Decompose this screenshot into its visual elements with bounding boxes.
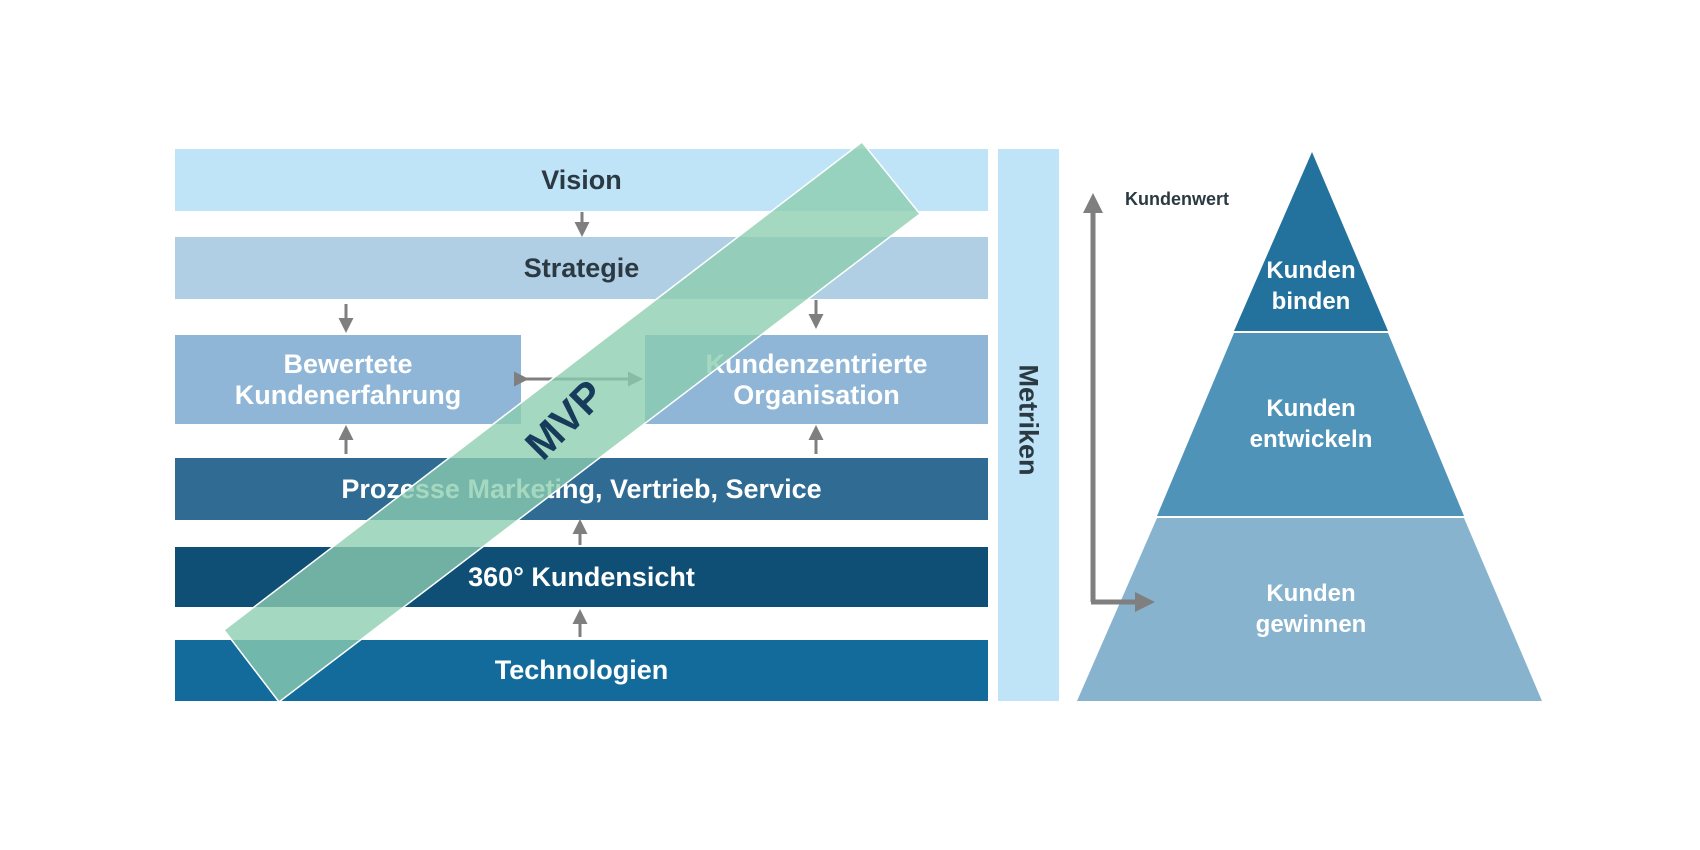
pyramid-top-line1: Kunden [1266,257,1356,284]
pyramid-middle-label: Kunden entwickeln [1250,393,1373,455]
prozesse-block: Prozesse Marketing, Vertrieb, Service [175,458,988,520]
bewertete-kundenerfahrung-block: Bewertete Kundenerfahrung [175,335,521,424]
technologien-label: Technologien [494,655,669,685]
kundensicht-label: 360° Kundensicht [468,561,695,592]
organisation-label-line1: Kundenzentrierte [705,348,928,379]
kundensicht-block: 360° Kundensicht [175,547,988,607]
pyramid-middle-line2: entwickeln [1249,426,1373,453]
pyramid-top-label: Kunden binden [1266,255,1355,317]
strategie-label: Strategie [523,252,640,283]
strategie-block: Strategie [175,237,988,299]
technologien-block: Technologien [175,640,988,701]
kundenzentrierte-organisation-block: Kundenzentrierte Organisation [645,335,988,424]
bewertete-label-line2: Kundenerfahrung [234,379,462,410]
bewertete-label-line1: Bewertete [283,348,413,379]
pyramid-middle-line1: Kunden [1266,395,1356,422]
prozesse-label: Prozesse Marketing, Vertrieb, Service [341,473,822,504]
vision-block: Vision [175,149,988,211]
mvp-label: MVP [515,370,614,469]
pyramid-bottom-label: Kunden gewinnen [1256,578,1367,640]
pyramid-bottom-line2: gewinnen [1255,611,1367,638]
pyramid-top-line2: binden [1271,288,1351,315]
organisation-label-line2: Organisation [733,379,900,410]
metriken-label: Metriken [1013,364,1044,476]
pyramid-bottom-line1: Kunden [1266,580,1356,607]
metriken-bar [998,149,1059,701]
vision-label: Vision [541,164,622,195]
kundenwert-axis-label: Kundenwert [1125,189,1230,209]
